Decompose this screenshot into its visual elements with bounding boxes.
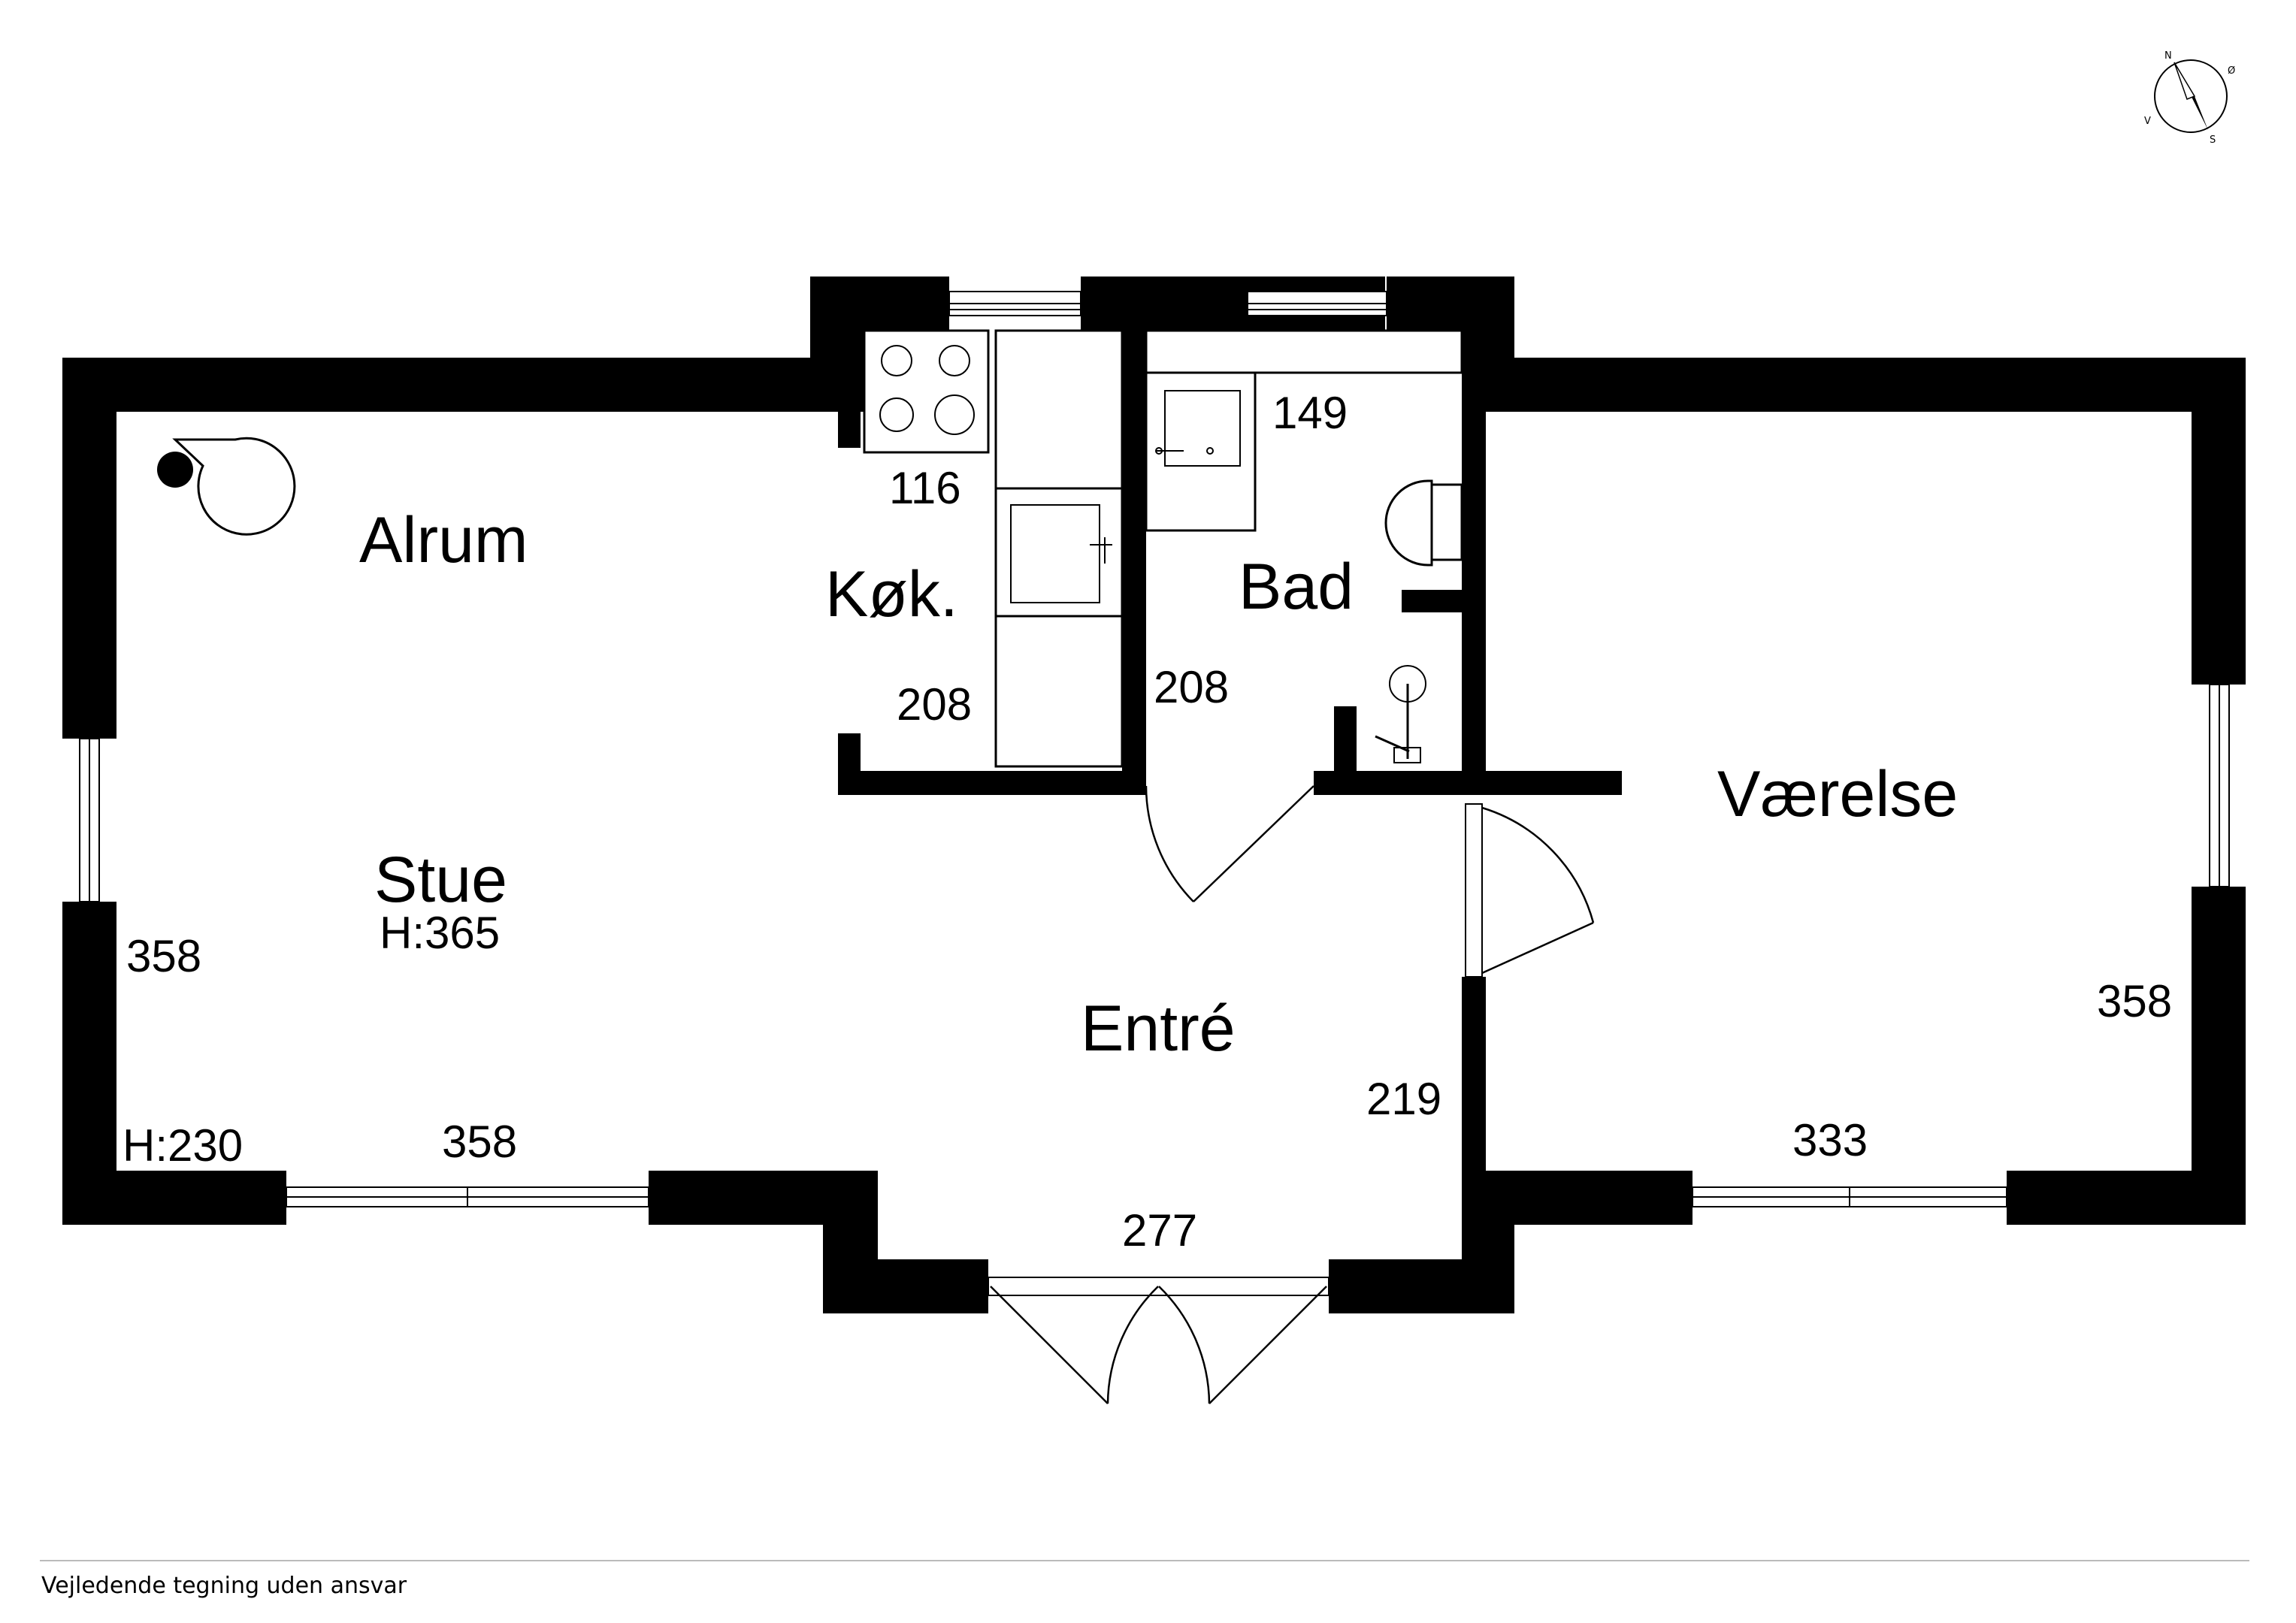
dim-bath-side: 208 [1154,662,1229,712]
fireplace-icon [172,437,296,536]
dim-vaerelse-right: 358 [2097,976,2172,1026]
kitchen-sink-icon [1010,504,1100,603]
room-stue-height: H:365 [380,908,500,958]
room-kokken: Køk. [825,558,958,630]
compass-icon: N Ø S V [2144,50,2235,146]
doors [990,785,1595,1404]
walls [62,277,2246,1313]
dimension-labels: 116 149 208 208 358 H:230 358 277 219 33… [123,388,2172,1256]
stove-icon [863,329,990,454]
dim-kitchen-side: 208 [897,679,972,730]
dim-entre-bottom: 277 [1122,1205,1197,1256]
room-entre: Entré [1081,993,1236,1065]
room-bad: Bad [1239,551,1354,623]
compass-west: V [2144,116,2151,127]
dim-stue-window-height: H:230 [123,1120,243,1171]
room-vaerelse: Værelse [1717,758,1958,830]
dim-vaerelse-bottom: 333 [1792,1115,1868,1165]
compass-south: S [2210,134,2216,146]
footer-disclaimer: Vejledende tegning uden ansvar [41,1573,407,1599]
room-labels: Alrum Køk. Bad Stue H:365 Entré Værelse [359,504,1958,1065]
dim-bath-top: 149 [1272,388,1348,438]
compass-north: N [2164,50,2172,62]
dim-entre-right: 219 [1366,1074,1441,1124]
compass-east: Ø [2228,65,2235,77]
fireplace-chimney-icon [157,452,193,488]
dim-stue-left: 358 [126,931,201,981]
dim-stue-bottom: 358 [442,1117,517,1167]
dim-kitchen-top: 116 [889,463,961,513]
windows [79,291,2230,1296]
room-stue: Stue [374,844,507,916]
fixtures [157,329,1463,768]
toilet-icon [1384,479,1433,567]
room-alrum: Alrum [359,504,528,576]
